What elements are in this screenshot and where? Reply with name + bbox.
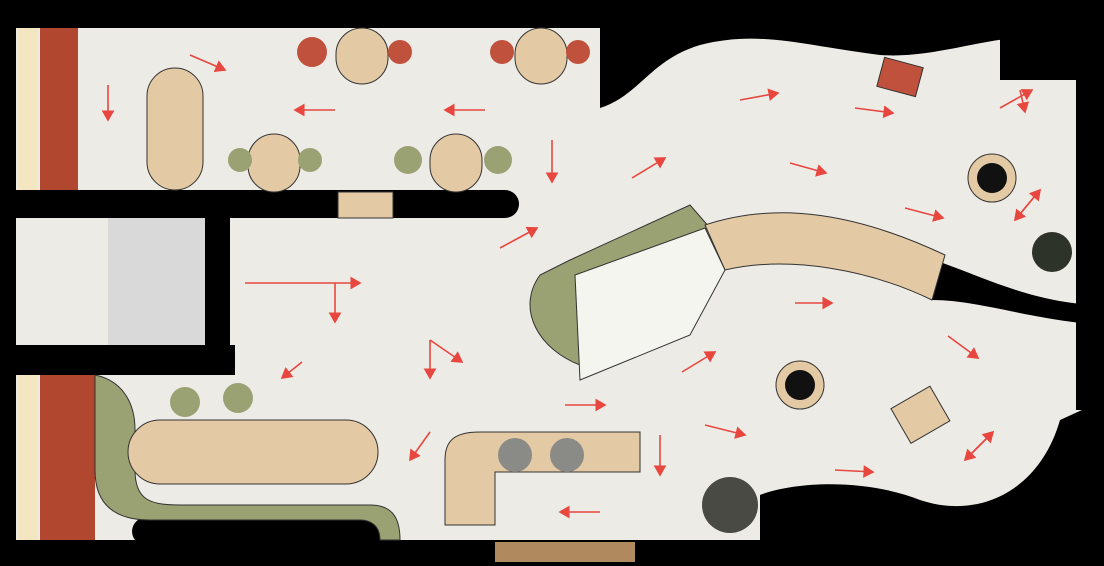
flow-arrow-icon (963, 431, 994, 462)
chair (170, 387, 200, 417)
entrance-mat (495, 542, 635, 562)
flow-arrow-icon (834, 465, 875, 478)
window-top-left (18, 28, 38, 190)
flow-arrow-icon (409, 431, 431, 462)
stool (550, 438, 584, 472)
flow-arrow-icon (739, 88, 780, 102)
chair (223, 383, 253, 413)
flow-arrow-icon (789, 162, 828, 177)
flow-arrow-icon (189, 54, 227, 73)
table (429, 133, 483, 193)
armchair-display (876, 56, 924, 98)
bookshelf-top-left (40, 28, 78, 190)
plant (1032, 232, 1072, 272)
service-counter (444, 431, 641, 526)
flow-arrow-icon (1013, 189, 1041, 222)
green-chairs (228, 146, 512, 174)
display-desk (574, 227, 726, 381)
window-bottom-left (18, 375, 38, 540)
flow-arrow-icon (429, 339, 464, 363)
book-display (337, 191, 394, 219)
sofa-bottom-left (94, 374, 401, 541)
table (335, 27, 389, 85)
flow-arrows (101, 54, 1042, 519)
flow-arrow-icon (681, 351, 717, 373)
flow-arrow-icon (280, 361, 303, 379)
flow-arrow-icon (1016, 89, 1030, 114)
round-planter-soil (785, 370, 815, 400)
flow-arrow-icon (854, 105, 895, 119)
wood-counter (704, 212, 946, 301)
bar-table (146, 67, 204, 191)
flow-arrow-icon (999, 89, 1034, 109)
flow-arrow-icon (631, 157, 667, 179)
flow-arrow-icon (947, 335, 980, 359)
flow-arrow-icon (499, 226, 539, 249)
table (247, 133, 301, 193)
flow-arrow-icon (904, 207, 945, 222)
round-planter-soil (977, 163, 1007, 193)
plant (702, 477, 758, 533)
red-chairs (297, 37, 590, 67)
bookshelf-bottom-left (40, 375, 95, 540)
stool (498, 438, 532, 472)
communal-table (127, 419, 379, 485)
table (514, 27, 568, 85)
plant-table (890, 385, 951, 445)
flow-arrow-icon (704, 424, 747, 439)
